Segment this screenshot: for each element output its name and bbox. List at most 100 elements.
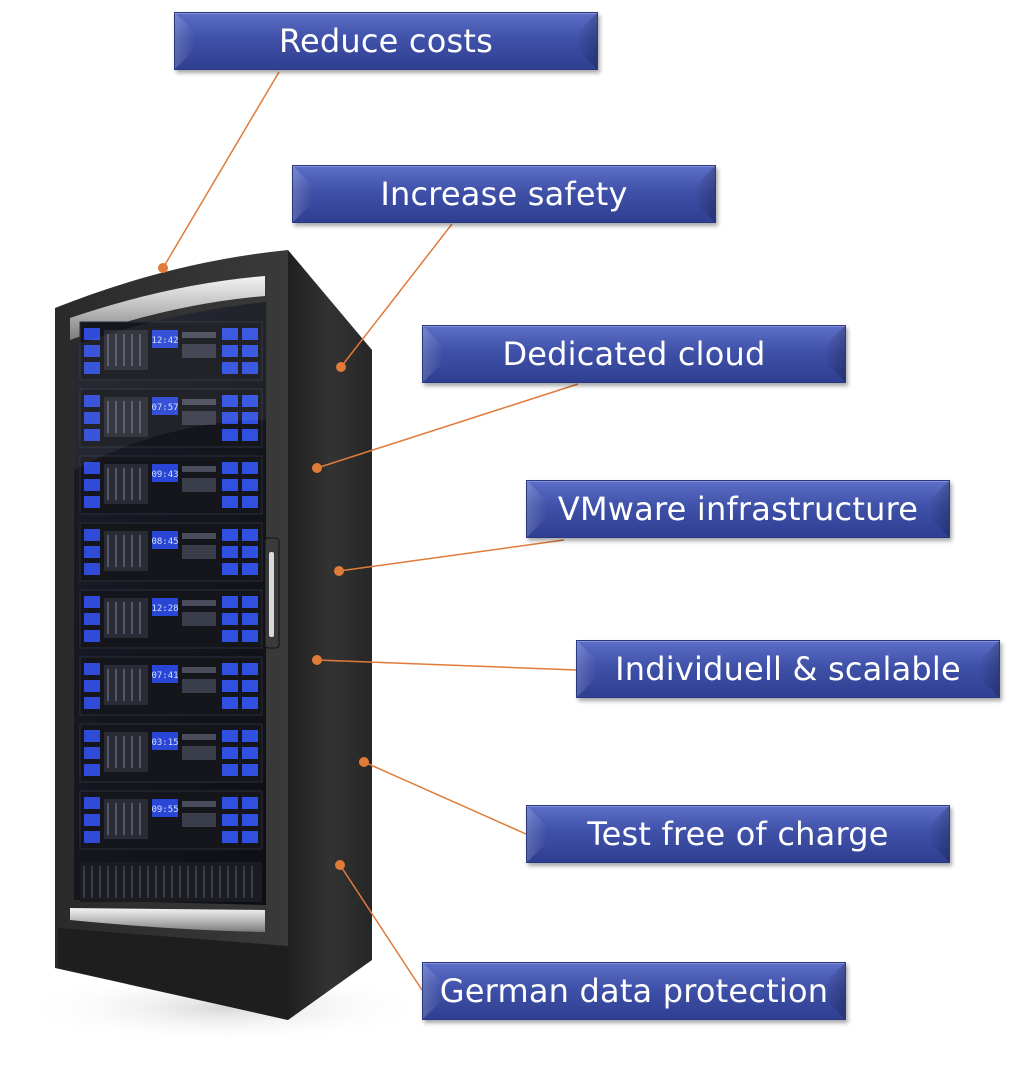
connector-dot: [336, 362, 346, 372]
status-strip: [182, 466, 216, 472]
server-display: [152, 665, 178, 683]
io-panel: [182, 813, 216, 827]
drive-bay-led: [84, 697, 100, 709]
connector-dot: [312, 655, 322, 665]
server-display: [152, 330, 178, 348]
drive-bay-led: [222, 697, 238, 709]
server-display: [152, 531, 178, 549]
drive-bay-led: [222, 328, 238, 340]
drive-bay-led: [222, 395, 238, 407]
drive-bay-led: [84, 462, 100, 474]
server-unit: 09:43: [79, 455, 263, 515]
server-display-text: 07:41: [151, 671, 178, 681]
drive-bay-led: [84, 613, 100, 625]
drive-bay-led: [84, 831, 100, 843]
server-display-text: 12:28: [151, 604, 178, 614]
drive-bay-led: [222, 630, 238, 642]
connector-line: [363, 761, 527, 835]
server-display-text: 03:15: [151, 738, 178, 748]
connector-line: [340, 223, 453, 368]
drive-bay-led: [222, 462, 238, 474]
drive-bay-led: [242, 630, 258, 642]
io-panel: [182, 746, 216, 760]
status-strip: [182, 801, 216, 807]
label-individuell-scalable: Individuell & scalable: [576, 640, 1000, 698]
drive-bay-led: [242, 797, 258, 809]
label-vmware-infrastructure: VMware infrastructure: [526, 480, 950, 538]
drive-bay-led: [242, 563, 258, 575]
server-display-text: 12:42: [151, 336, 178, 346]
vent-panel: [104, 598, 148, 638]
drive-bay-led: [242, 462, 258, 474]
drive-bay-led: [222, 529, 238, 541]
server-display: [152, 397, 178, 415]
connector-dot: [312, 463, 322, 473]
server-display-text: 09:43: [151, 470, 178, 480]
server-unit: 12:42: [79, 321, 263, 381]
drive-bay-led: [222, 345, 238, 357]
drive-bay-led: [242, 345, 258, 357]
drive-bay-led: [242, 764, 258, 776]
drive-bay-led: [84, 529, 100, 541]
drive-bay-led: [84, 496, 100, 508]
drive-bay-led: [242, 663, 258, 675]
server-display: [152, 799, 178, 817]
vent-panel: [104, 665, 148, 705]
drive-bay-led: [242, 613, 258, 625]
status-strip: [182, 734, 216, 740]
drive-bay-led: [242, 328, 258, 340]
drive-bay-led: [84, 412, 100, 424]
server-unit: 07:41: [79, 656, 263, 716]
rack-bottom-trim: [70, 908, 265, 932]
drive-bay-led: [84, 596, 100, 608]
drive-bay-led: [222, 764, 238, 776]
io-panel: [182, 478, 216, 492]
server-unit: 03:15: [79, 723, 263, 783]
drive-bay-led: [242, 395, 258, 407]
rack-base: [58, 928, 288, 1020]
drive-bay-led: [84, 479, 100, 491]
drive-bay-led: [222, 680, 238, 692]
drive-bay-led: [242, 362, 258, 374]
server-unit: 08:45: [79, 522, 263, 582]
drive-bay-led: [242, 747, 258, 759]
io-panel: [182, 411, 216, 425]
status-strip: [182, 600, 216, 606]
label-german-data-protection: German data protection: [422, 962, 846, 1020]
drive-bay-led: [222, 613, 238, 625]
drive-bay-led: [222, 596, 238, 608]
vent-panel: [104, 531, 148, 571]
drive-bay-led: [242, 831, 258, 843]
drive-bay-led: [222, 814, 238, 826]
connector-dot: [359, 757, 369, 767]
drive-bay-led: [84, 630, 100, 642]
server-unit: 09:55: [79, 790, 263, 850]
io-panel: [182, 679, 216, 693]
drive-bay-led: [222, 663, 238, 675]
drive-bay-led: [84, 797, 100, 809]
drive-bay-led: [84, 814, 100, 826]
drive-bay-led: [222, 496, 238, 508]
drive-bay-led: [242, 529, 258, 541]
drive-bay-led: [222, 563, 238, 575]
server-display: [152, 464, 178, 482]
connector-line: [316, 659, 577, 671]
vent-panel: [104, 732, 148, 772]
connector-dot: [334, 566, 344, 576]
drive-bay-led: [222, 429, 238, 441]
label-test-free-of-charge: Test free of charge: [526, 805, 950, 863]
drive-bay-led: [242, 697, 258, 709]
drive-bay-led: [222, 831, 238, 843]
drive-bay-led: [84, 429, 100, 441]
drive-bay-led: [84, 395, 100, 407]
io-panel: [182, 612, 216, 626]
connector-line: [316, 383, 579, 469]
drive-bay-led: [242, 479, 258, 491]
door-handle-grip: [269, 552, 274, 637]
server-display: [152, 598, 178, 616]
drive-bay-led: [242, 496, 258, 508]
io-panel: [182, 344, 216, 358]
status-strip: [182, 332, 216, 338]
